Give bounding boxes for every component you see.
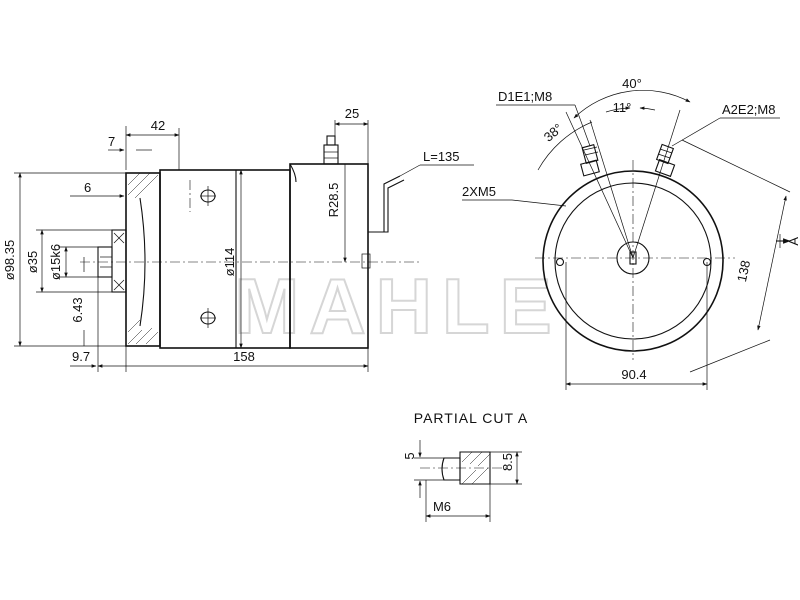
dim-98-35: ø98.35 — [2, 240, 17, 280]
cable-length: L=135 — [423, 149, 460, 164]
dim-25: 25 — [345, 106, 359, 121]
angle-38-arc — [537, 121, 593, 171]
mounting-slot-top — [200, 186, 216, 206]
dim-158: 158 — [233, 349, 255, 364]
side-view: 42 7 25 6 ø98.35 ø35 ø15k6 6.43 ø114 R28… — [2, 106, 567, 372]
section-marker-a: A — [786, 237, 800, 246]
dim-15k6: ø15k6 — [48, 244, 63, 280]
angle-40-arc — [573, 89, 691, 119]
dim-114: ø114 — [222, 248, 237, 277]
flange-hatching — [127, 172, 159, 345]
watermark: MAHLE — [234, 262, 561, 350]
dim-90-4: 90.4 — [621, 367, 646, 382]
dim-6: 6 — [84, 180, 91, 195]
angle-11: 11° — [613, 100, 632, 115]
partial-cut-view: PARTIAL CUT A 5 8.5 M6 — [402, 410, 528, 522]
end-outer-circle — [542, 170, 724, 352]
hub — [111, 229, 127, 293]
terminal-stud — [323, 135, 339, 165]
terminal-a2e2-label: A2E2;M8 — [722, 102, 775, 117]
mounting-slot-bottom — [200, 308, 216, 328]
angle-38: 38° — [541, 120, 566, 144]
dim-7: 7 — [108, 134, 115, 149]
partial-cut-title: PARTIAL CUT A — [414, 410, 528, 426]
cut-dim-m6: M6 — [433, 499, 451, 514]
bolts-2xm5: 2XM5 — [462, 184, 496, 199]
dim-138-line — [757, 195, 787, 331]
dim-9-7: 9.7 — [72, 349, 90, 364]
cut-bolt — [441, 457, 461, 481]
terminal-d1e1-label: D1E1;M8 — [498, 89, 552, 104]
flange-inner-curve — [139, 197, 146, 327]
cut-dim-8-5: 8.5 — [500, 453, 515, 471]
terminal-d1e1 — [580, 144, 600, 177]
shaft — [97, 246, 113, 278]
end-view: 40° 11° 38° D1E1;M8 A2E2;M8 138 A 90.4 — [496, 76, 800, 390]
front-flange — [125, 172, 161, 347]
dim-35: ø35 — [25, 251, 40, 273]
dim-6-43: 6.43 — [70, 297, 85, 322]
dim-138: 138 — [734, 259, 753, 283]
end-inner-circle — [554, 182, 712, 340]
dim-42: 42 — [151, 118, 165, 133]
angle-40: 40° — [622, 76, 642, 91]
cut-dim-5: 5 — [402, 452, 417, 459]
end-bolt-left — [555, 257, 565, 267]
cut-hatching — [461, 451, 491, 485]
dim-r28-5: R28.5 — [326, 183, 341, 218]
terminal-a2e2 — [654, 143, 676, 178]
